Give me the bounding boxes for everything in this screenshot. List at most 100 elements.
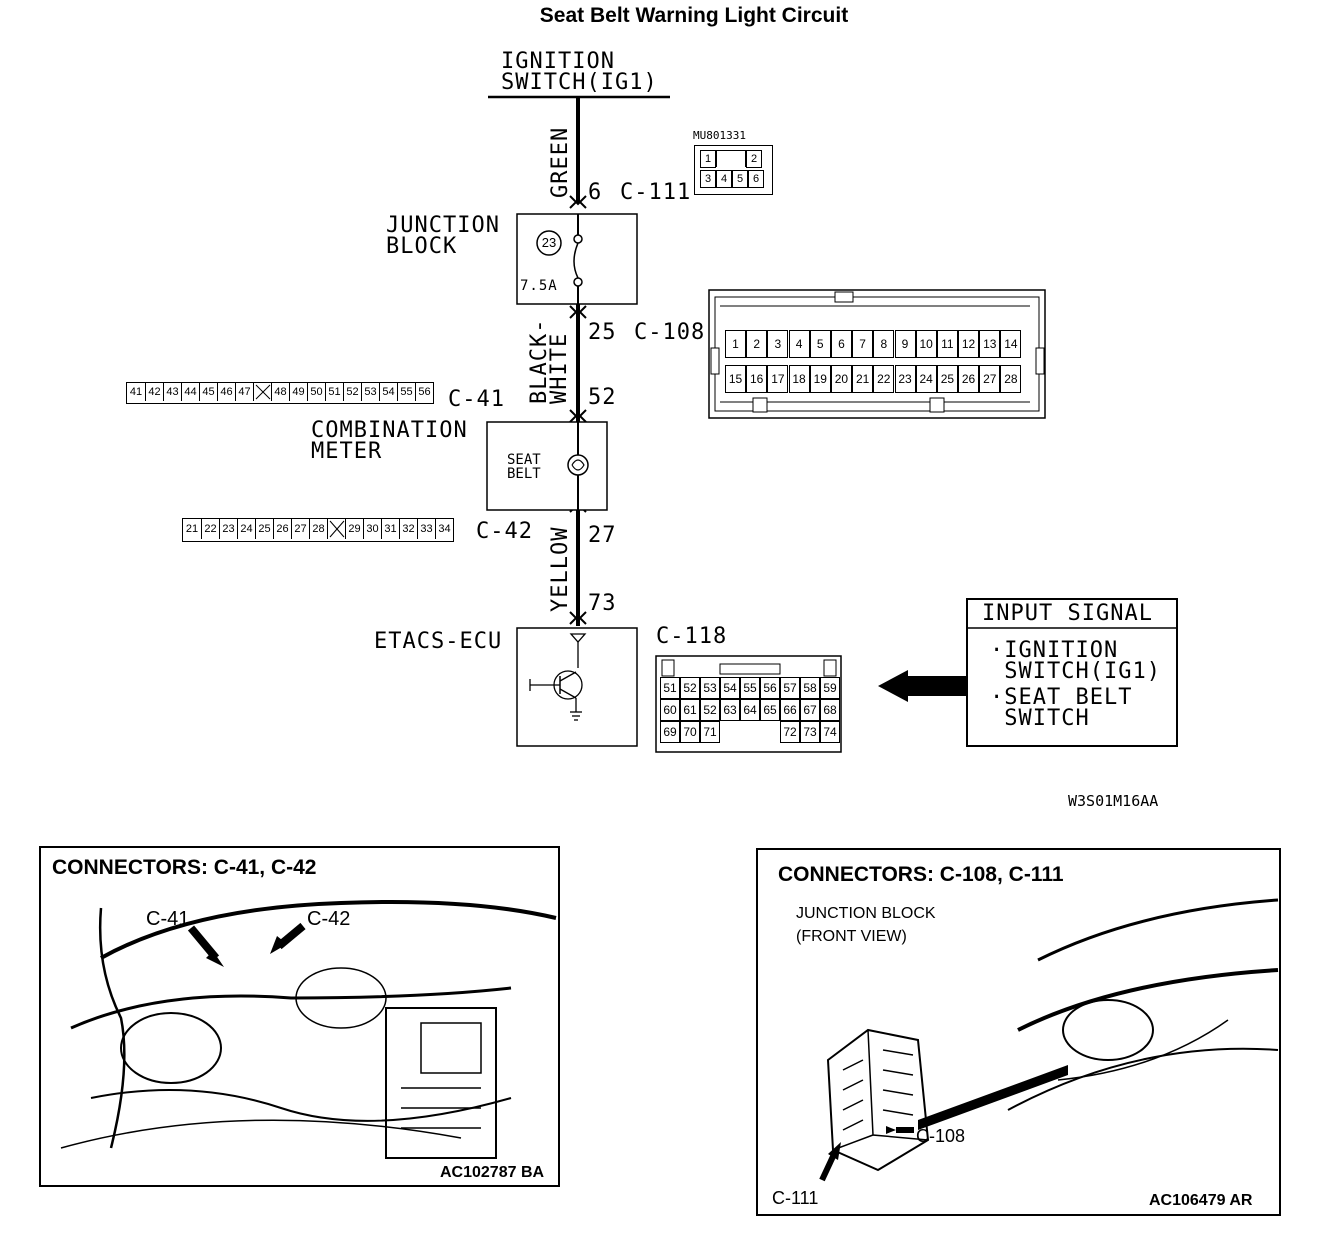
- connector-pin: 18: [788, 365, 810, 393]
- input-arrow-icon: [878, 670, 966, 702]
- connector-c108-mark: [569, 305, 587, 319]
- connector-pin: 25: [255, 519, 273, 539]
- connector-pin: 30: [363, 519, 381, 539]
- mu-pin: 5: [732, 170, 748, 188]
- connector-pin: 23: [219, 519, 237, 539]
- pin-73: 73: [588, 591, 617, 616]
- panel-right-label-c108: C-108: [916, 1126, 966, 1146]
- connector-pin: 34: [435, 519, 453, 539]
- etacs-ecu-label: ETACS-ECU: [374, 629, 503, 654]
- connector-pin: 58: [800, 677, 820, 699]
- connector-pin: 25: [936, 365, 958, 393]
- panel-right-label-c111: C-111: [772, 1188, 819, 1208]
- combination-meter-box: [486, 421, 608, 511]
- connector-pin: 20: [830, 365, 852, 393]
- connector-pin: 55: [397, 383, 415, 401]
- connector-pin: 52: [700, 699, 720, 721]
- connector-pin: 56: [415, 383, 433, 401]
- connector-pin: 71: [700, 721, 720, 743]
- connector-pin: 16: [746, 365, 768, 393]
- connector-pin: [720, 721, 738, 741]
- connector-pin: 22: [201, 519, 219, 539]
- connector-pin: 52: [343, 383, 361, 401]
- connector-pin: 49: [289, 383, 307, 401]
- combination-meter-label-1: COMBINATION: [311, 418, 468, 443]
- input-signal-title: INPUT SIGNAL: [982, 601, 1153, 626]
- connector-pin: 24: [237, 519, 255, 539]
- connector-pin: 24: [915, 365, 937, 393]
- connector-pin: 73: [800, 721, 820, 743]
- connector-label-c42: C-42: [476, 519, 533, 544]
- connector-pin: 43: [163, 383, 181, 401]
- connector-pin: 56: [760, 677, 780, 699]
- input-signal-item-2: SWITCH(IG1): [990, 659, 1161, 684]
- panel-title-right: CONNECTORS: C-108, C-111: [778, 863, 1064, 886]
- panel-left-label-c41: C-41: [146, 908, 190, 930]
- input-signal-item-3: ·SEAT BELT: [990, 685, 1133, 710]
- connector-pin: 21: [852, 365, 874, 393]
- connector-pin: 11: [936, 330, 958, 358]
- connector-pin: 21: [185, 523, 199, 535]
- junction-block-label-1: JUNCTION: [386, 213, 500, 238]
- junction-block-illustration: [819, 898, 1279, 1182]
- connector-pin: 63: [720, 699, 740, 721]
- connector-c118-mark: [569, 611, 587, 625]
- wire-color-black-white: BLACK- WHITE: [527, 318, 572, 404]
- connector-pin: 13: [979, 330, 1001, 358]
- connector-pin: 26: [958, 365, 980, 393]
- connector-pin: 67: [800, 699, 820, 721]
- wire-color-yellow: YELLOW: [548, 526, 573, 612]
- connector-pin: 54: [379, 383, 397, 401]
- seat-belt-lamp-label-1: SEAT: [507, 452, 541, 468]
- etacs-ecu-box: [516, 627, 638, 747]
- connector-label-c111: C-111: [620, 180, 692, 205]
- fuse-symbol: [573, 242, 579, 279]
- ignition-switch-label-1: IGNITION: [501, 49, 615, 74]
- connector-pin-blank: [253, 383, 271, 401]
- connector-pin: 3: [767, 330, 789, 358]
- connector-pin: 55: [740, 677, 760, 699]
- connector-pin: 57: [780, 677, 800, 699]
- input-signal-item-4: SWITCH: [990, 706, 1090, 731]
- connector-pin-blank: [327, 519, 345, 539]
- panel-right-note-1: JUNCTION BLOCK: [796, 905, 936, 922]
- input-signal-item-1: ·IGNITION: [990, 638, 1119, 663]
- connector-pin: 54: [720, 677, 740, 699]
- mu-pin: 1: [700, 150, 716, 168]
- connector-pin: 27: [291, 519, 309, 539]
- connector-pin: 72: [780, 721, 800, 743]
- connector-pin: 19: [809, 365, 831, 393]
- connector-pin: 8: [873, 330, 895, 358]
- mu-pin: 4: [716, 170, 732, 188]
- connector-pin: 45: [199, 383, 217, 401]
- connector-pin: 59: [820, 677, 840, 699]
- dashboard-illustration-left: [60, 900, 557, 1159]
- fuse-number-circle: [536, 230, 562, 256]
- connector-pin: 46: [217, 383, 235, 401]
- connector-pin: 23: [894, 365, 916, 393]
- connector-label-c118: C-118: [656, 624, 728, 649]
- connector-pin: 65: [760, 699, 780, 721]
- connector-pin: 17: [767, 365, 789, 393]
- connector-pin: 12: [958, 330, 980, 358]
- connector-pin: [760, 721, 778, 741]
- junction-block-label-2: BLOCK: [386, 234, 458, 259]
- connector-pin: 10: [915, 330, 937, 358]
- connector-pin: 2: [746, 330, 768, 358]
- connector-pin: 4: [788, 330, 810, 358]
- connector-pin: 15: [725, 365, 746, 393]
- mu-pin: 6: [748, 170, 764, 188]
- connector-pin: 22: [873, 365, 895, 393]
- fuse-number: 23: [541, 235, 557, 250]
- connector-pin: 51: [660, 677, 680, 699]
- connector-panel-c108-c111: CONNECTORS: C-108, C-111 JUNCTION BLOCK …: [756, 848, 1281, 1216]
- pin-27: 27: [588, 523, 617, 548]
- pin-52: 52: [588, 385, 617, 410]
- connector-pin: 1: [725, 330, 746, 358]
- connector-label-c41: C-41: [448, 387, 505, 412]
- connector-c111-mark: [569, 195, 587, 209]
